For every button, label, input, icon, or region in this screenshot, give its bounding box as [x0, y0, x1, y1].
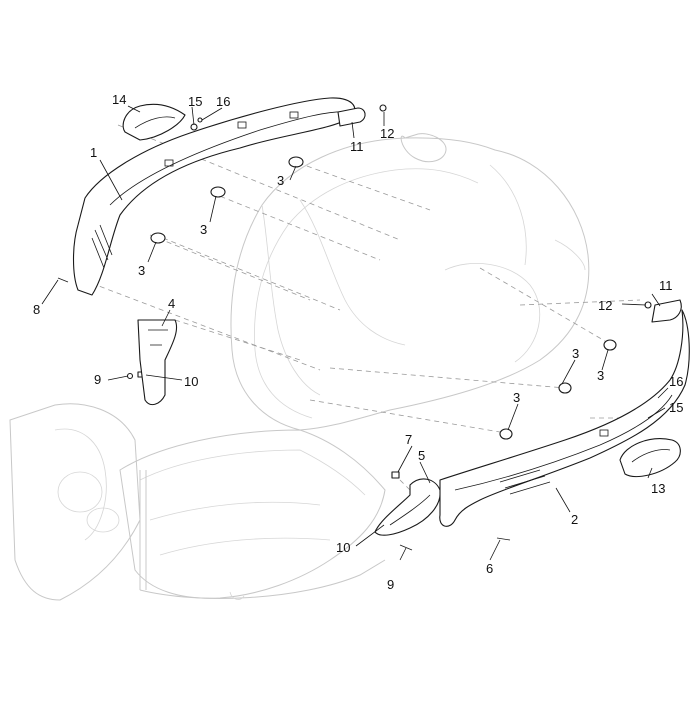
scooter-frame: [9, 133, 590, 601]
assembly-guide-lines: [82, 124, 650, 501]
callout-5: 5: [418, 448, 425, 463]
callout-9-a: 9: [94, 372, 101, 387]
callout-15-b: 15: [669, 400, 683, 415]
callout-8: 8: [33, 302, 40, 317]
callout-13: 13: [651, 481, 665, 496]
callout-11-a: 11: [350, 139, 364, 154]
callout-6: 6: [486, 561, 493, 576]
callout-11-b: 11: [659, 278, 673, 293]
part-11-left-end-cap: [337, 107, 366, 127]
callout-16-a: 16: [216, 94, 230, 109]
callout-15-a: 15: [188, 94, 202, 109]
leader-lines: [41, 105, 669, 561]
part-11-right-end-cap: [651, 299, 682, 323]
callout-3-f: 3: [513, 390, 520, 405]
callout-14: 14: [112, 92, 126, 107]
callout-3-a: 3: [277, 173, 284, 188]
callout-16-b: 16: [669, 374, 683, 389]
callout-12-a: 12: [380, 126, 394, 141]
part-13-right-cap: [619, 438, 681, 478]
callout-3-e: 3: [597, 368, 604, 383]
grommets-3: [150, 156, 617, 440]
part-4-bracket: [137, 319, 178, 406]
callout-2: 2: [571, 512, 578, 527]
callout-7: 7: [405, 432, 412, 447]
part-14-left-cap: [122, 103, 186, 141]
part-5-bracket: [374, 478, 441, 536]
callout-labels: 1 2 3 3 3 3 3 3 4 5 6 7 8 9 9 10 10 11 1…: [33, 92, 683, 592]
callout-4: 4: [168, 296, 175, 311]
callout-3-d: 3: [572, 346, 579, 361]
callout-12-b: 12: [598, 298, 612, 313]
callout-3-c: 3: [138, 263, 145, 278]
callout-9-b: 9: [387, 577, 394, 592]
part-1-left-trim: [73, 97, 356, 296]
callout-10-b: 10: [336, 540, 350, 555]
callout-3-b: 3: [200, 222, 207, 237]
callout-1: 1: [90, 145, 97, 160]
callout-10-a: 10: [184, 374, 198, 389]
